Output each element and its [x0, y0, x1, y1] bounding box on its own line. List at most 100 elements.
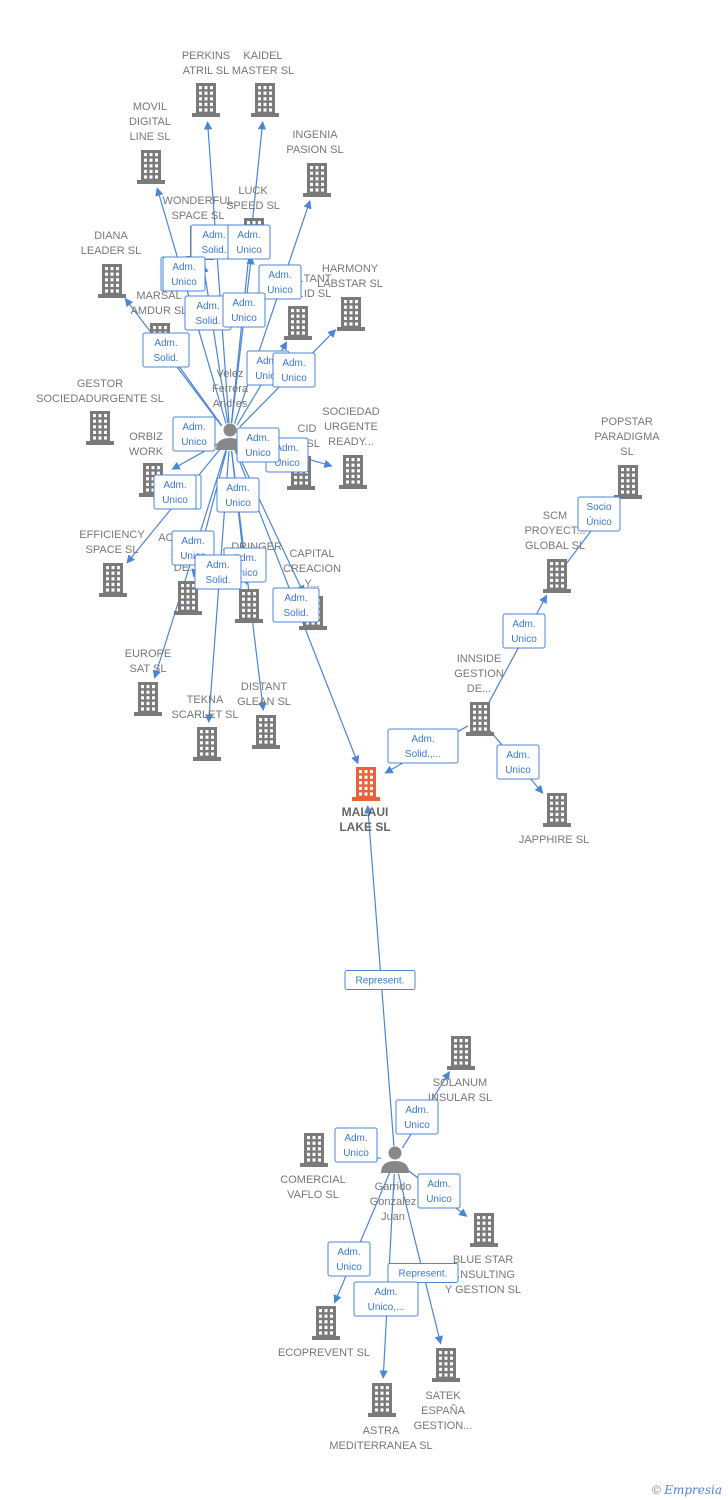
building-icon	[337, 297, 365, 331]
edge-velez-wonderful	[200, 263, 229, 424]
svg-text:Unico: Unico	[255, 371, 281, 382]
svg-text:Adm.: Adm.	[405, 1105, 428, 1116]
building-icon	[300, 1133, 328, 1167]
edge-label: Adm.Unico	[153, 474, 197, 510]
building-icon	[470, 1213, 498, 1247]
svg-text:Adm.: Adm.	[181, 536, 204, 547]
svg-text:Unico: Unico	[336, 1262, 362, 1273]
person-icon	[381, 1146, 409, 1173]
node-label: ...TANT...ID SL	[294, 273, 331, 300]
edge-label: Adm.Unico	[258, 264, 302, 300]
building-icon	[368, 1383, 396, 1417]
edge-label: Adm.Unico	[222, 292, 266, 328]
edge-label: Adm. Unico	[327, 1241, 371, 1277]
edge-label: Adm.Unico	[334, 1127, 378, 1163]
node-constant[interactable]: ...TANT...ID SL	[284, 273, 332, 340]
svg-text:Adm.: Adm.	[196, 301, 219, 312]
svg-text:Unico: Unico	[274, 458, 300, 469]
svg-text:Socio: Socio	[586, 502, 611, 513]
svg-text:Adm.: Adm.	[226, 483, 249, 494]
svg-text:Represent.: Represent.	[399, 1269, 448, 1280]
building-icon	[614, 465, 642, 499]
edge-innside-scm	[486, 594, 548, 707]
svg-text:Adm.: Adm.	[284, 593, 307, 604]
svg-text:Adm.: Adm.	[233, 553, 256, 564]
node-japphire[interactable]: JAPPHIRE SL	[519, 793, 589, 846]
building-icon	[174, 581, 202, 615]
edge-label: Adm.Solid.	[272, 587, 320, 623]
svg-text:Adm.: Adm.	[246, 433, 269, 444]
svg-text:Unico: Unico	[343, 1148, 369, 1159]
building-icon	[352, 767, 380, 801]
svg-text:Unico: Unico	[404, 1120, 430, 1131]
svg-text:Adm.: Adm.	[512, 619, 535, 630]
building-icon	[235, 589, 263, 623]
edge-label: Adm.Unico	[172, 416, 216, 452]
building-icon	[86, 411, 114, 445]
building-icon	[543, 559, 571, 593]
svg-text:Unico: Unico	[171, 277, 197, 288]
svg-text:Adm.: Adm.	[232, 298, 255, 309]
edge-velez-marsal	[172, 357, 223, 426]
edge-label: Represent.	[387, 1263, 459, 1283]
svg-text:Unico: Unico	[232, 568, 258, 579]
building-icon	[432, 1348, 460, 1382]
edge-label: Adm.Solid.	[194, 554, 242, 590]
edge-label: Represent.	[344, 970, 416, 990]
svg-text:Unico: Unico	[511, 634, 537, 645]
svg-text:Solid.: Solid.	[201, 245, 226, 256]
building-icon	[339, 455, 367, 489]
svg-text:Unico: Unico	[426, 1194, 452, 1205]
svg-text:Adm.: Adm.	[337, 1247, 360, 1258]
svg-text:Represent.: Represent.	[356, 976, 405, 987]
edge-velez-kaidel	[230, 121, 267, 424]
footer-brand: © Empresia	[652, 1483, 722, 1497]
building-icon	[312, 1306, 340, 1340]
node-ecoprevent[interactable]: ECOPREVENT SL	[278, 1306, 370, 1359]
svg-text:Solid.: Solid.	[153, 353, 178, 364]
edge-label: Adm.Solid.,...	[387, 728, 459, 764]
svg-text:Adm.: Adm.	[154, 338, 177, 349]
